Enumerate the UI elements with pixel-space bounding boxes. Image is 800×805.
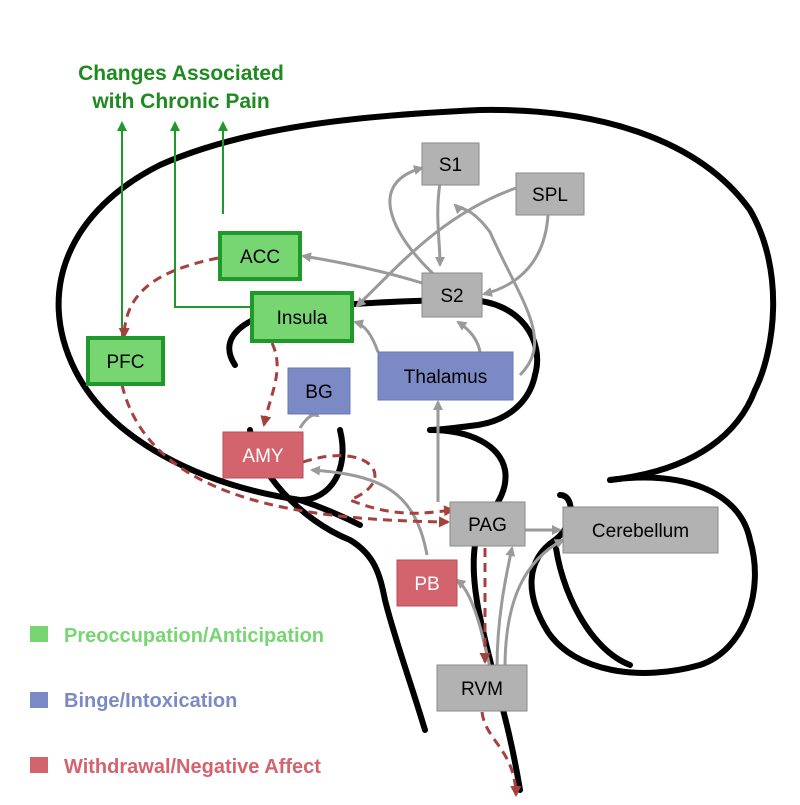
gray-arrows <box>298 165 565 669</box>
arrow-thalamus-to-s2 <box>453 203 537 377</box>
arrow-amy-to-pag <box>302 454 455 517</box>
legend-item-withdrawal: Withdrawal/Negative Affect <box>30 756 321 778</box>
node-spl-label: SPL <box>532 185 568 206</box>
arrow-pb-to-amy <box>310 465 429 556</box>
red-arrows <box>118 256 522 797</box>
node-pb-label: PB <box>414 574 439 595</box>
legend: Preoccupation/Anticipation Binge/Intoxic… <box>30 625 324 778</box>
node-spl: SPL <box>515 172 585 216</box>
node-bg-label: BG <box>305 382 332 403</box>
legend-swatch-preoccupation <box>30 626 48 642</box>
node-insula-label: Insula <box>277 308 328 329</box>
node-s1-label: S1 <box>439 155 462 176</box>
node-insula: Insula <box>250 291 354 343</box>
arrow-rvm-to-spinal <box>480 711 522 797</box>
legend-label-binge: Binge/Intoxication <box>64 690 237 712</box>
legend-label-withdrawal: Withdrawal/Negative Affect <box>64 756 321 778</box>
node-pfc-label: PFC <box>107 352 145 373</box>
arrow-insula-to-title <box>170 121 252 308</box>
arrow-thalamus-to-s2-b <box>456 320 482 353</box>
brain-outline <box>55 106 777 793</box>
node-pb: PB <box>396 559 458 607</box>
node-rvm: RVM <box>436 664 528 712</box>
arrow-insula-to-amy <box>260 342 279 427</box>
temporal-lobe-outline <box>297 497 363 528</box>
brainstem-front-outline <box>247 427 428 733</box>
node-pag-label: PAG <box>468 515 507 536</box>
node-cerebellum: Cerebellum <box>562 506 719 554</box>
node-rvm-label: RVM <box>461 679 503 700</box>
hippocampus-outline <box>297 427 346 503</box>
arrow-spl-to-insula <box>355 186 517 308</box>
cerebellum-inner-outline <box>552 537 633 668</box>
arrow-acc-to-pfc <box>118 256 219 339</box>
green-arrows <box>117 121 252 340</box>
cortex-outline <box>55 106 777 503</box>
title-line-2: with Chronic Pain <box>91 90 269 113</box>
arrow-brainstem-to-pag <box>495 546 516 669</box>
arrow-pfc-to-pag <box>120 384 450 528</box>
node-s2: S2 <box>421 272 483 318</box>
arrow-s2-to-s1 <box>388 165 441 282</box>
arrow-brainstem-to-cerebellum <box>503 538 565 669</box>
legend-item-preoccupation: Preoccupation/Anticipation <box>30 625 324 647</box>
arrow-thalamus-to-insula <box>353 319 380 353</box>
title-line-1: Changes Associated <box>78 62 284 85</box>
node-s1: S1 <box>421 142 480 186</box>
node-s2-label: S2 <box>440 286 463 307</box>
legend-swatch-withdrawal <box>30 757 48 773</box>
node-pfc: PFC <box>86 336 165 386</box>
node-acc: ACC <box>218 231 302 281</box>
arrow-s1-to-s2 <box>434 182 445 267</box>
node-amy: AMY <box>222 431 304 479</box>
legend-swatch-binge <box>30 692 48 708</box>
node-thalamus: Thalamus <box>377 351 514 401</box>
legend-item-binge: Binge/Intoxication <box>30 690 237 712</box>
arrow-amy-to-bg <box>298 407 320 429</box>
node-pag: PAG <box>449 501 526 547</box>
node-cerebellum-label: Cerebellum <box>592 521 689 542</box>
legend-label-preoccupation: Preoccupation/Anticipation <box>64 625 324 647</box>
arrow-spl-to-s2 <box>482 214 550 297</box>
node-acc-label: ACC <box>240 247 280 268</box>
node-bg: BG <box>287 367 351 415</box>
node-amy-label: AMY <box>242 446 284 467</box>
arrow-s2-to-acc <box>301 252 423 285</box>
node-thalamus-label: Thalamus <box>404 367 487 388</box>
